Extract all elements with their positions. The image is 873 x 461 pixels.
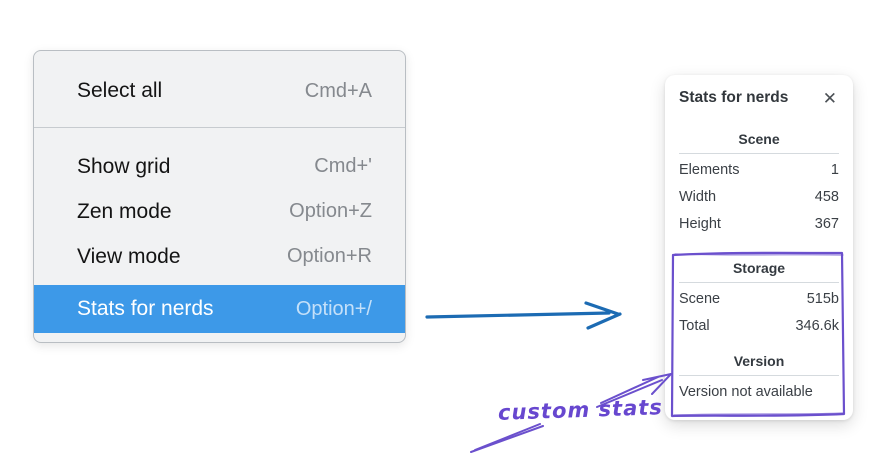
menu-item-label: Select all: [77, 79, 163, 102]
close-icon[interactable]: ✕: [822, 88, 837, 108]
stat-label: Height: [679, 216, 721, 232]
stat-row-scene-storage: Scene 515b: [679, 286, 839, 313]
menu-item-shortcut: Cmd+': [314, 155, 372, 177]
purple-underline: [470, 423, 544, 453]
section-heading-storage: Storage: [732, 260, 786, 276]
section-heading-version: Version: [733, 353, 785, 369]
stat-value: 515b: [806, 291, 839, 307]
version-note: Version not available: [679, 384, 813, 400]
menu-item-label: Show grid: [77, 154, 171, 178]
stat-row-height: Height 367: [679, 211, 839, 238]
menu-item-shortcut: Option+/: [295, 297, 372, 320]
menu-item-shortcut: Option+Z: [289, 200, 372, 222]
menu-group: Show grid Cmd+' Zen mode Option+Z View m…: [34, 128, 405, 333]
stat-row-width: Width 458: [679, 184, 839, 211]
section-divider: [679, 375, 839, 376]
stat-value: 346.6k: [795, 318, 839, 334]
blue-arrow: [425, 301, 622, 330]
stat-row-total-storage: Total 346.6k: [679, 313, 839, 340]
stats-panel: Stats for nerds ✕ Scene Elements 1 Width…: [665, 75, 853, 420]
stat-label: Total: [679, 318, 710, 334]
stat-value: 367: [814, 216, 839, 232]
stat-value: 458: [814, 189, 839, 205]
section-divider: [679, 282, 839, 283]
menu-item-show-grid[interactable]: Show grid Cmd+': [34, 144, 405, 189]
menu-item-label: View mode: [77, 244, 181, 268]
stats-panel-header: Stats for nerds ✕: [679, 87, 839, 109]
stat-row-elements: Elements 1: [679, 157, 839, 184]
menu-item-shortcut: Option+R: [286, 245, 372, 267]
stats-panel-title: Stats for nerds: [679, 89, 789, 106]
stat-label: Elements: [679, 162, 740, 178]
menu-item-shortcut: Cmd+A: [304, 79, 372, 102]
menu-item-select-all[interactable]: Select all Cmd+A: [34, 68, 405, 114]
stat-label: Scene: [679, 291, 721, 307]
menu-item-label: Zen mode: [77, 199, 172, 223]
context-menu: Select all Cmd+A Show grid Cmd+' Zen mod…: [33, 50, 406, 343]
menu-item-stats-for-nerds[interactable]: Stats for nerds Option+/: [34, 285, 405, 333]
section-heading-scene: Scene: [738, 131, 780, 147]
stat-value: 1: [830, 162, 839, 178]
custom-stats-label: custom stats: [497, 395, 664, 425]
stat-label: Width: [679, 189, 717, 205]
menu-separator: [34, 127, 405, 128]
menu-item-view-mode[interactable]: View mode Option+R: [34, 234, 405, 279]
menu-item-label: Stats for nerds: [77, 297, 214, 320]
section-divider: [679, 153, 839, 154]
menu-item-zen-mode[interactable]: Zen mode Option+Z: [34, 189, 405, 234]
